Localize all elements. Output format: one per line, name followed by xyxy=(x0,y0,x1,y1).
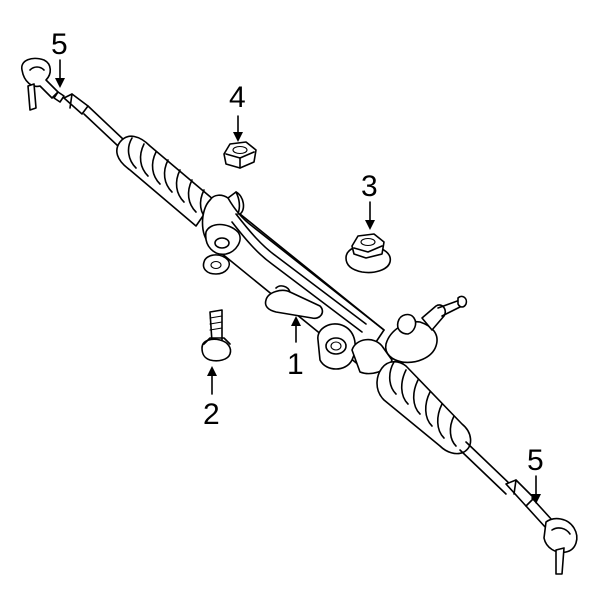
callout-label-5-left: 5 xyxy=(51,28,68,61)
flange-nut-part-3 xyxy=(345,233,392,274)
left-inner-tie-rod xyxy=(83,105,125,147)
callout-label-4: 4 xyxy=(229,81,246,114)
callout-label-1: 1 xyxy=(287,348,304,381)
right-tie-rod-end xyxy=(525,497,578,575)
rack-housing xyxy=(201,191,393,375)
right-bellows-boot xyxy=(376,360,472,455)
callout-label-2: 2 xyxy=(203,398,220,431)
pinion-input-shaft xyxy=(384,295,468,389)
callout-label-5-right: 5 xyxy=(527,444,544,477)
left-jam-nut xyxy=(63,93,89,115)
right-jam-nut xyxy=(505,479,535,507)
bolt-part-2 xyxy=(201,309,232,362)
callout-label-3: 3 xyxy=(361,170,378,203)
nut-part-4 xyxy=(223,141,257,169)
left-bellows-boot xyxy=(116,135,215,227)
right-inner-tie-rod xyxy=(459,441,513,495)
left-tie-rod-end xyxy=(21,57,65,111)
leader-arrows xyxy=(55,59,541,504)
